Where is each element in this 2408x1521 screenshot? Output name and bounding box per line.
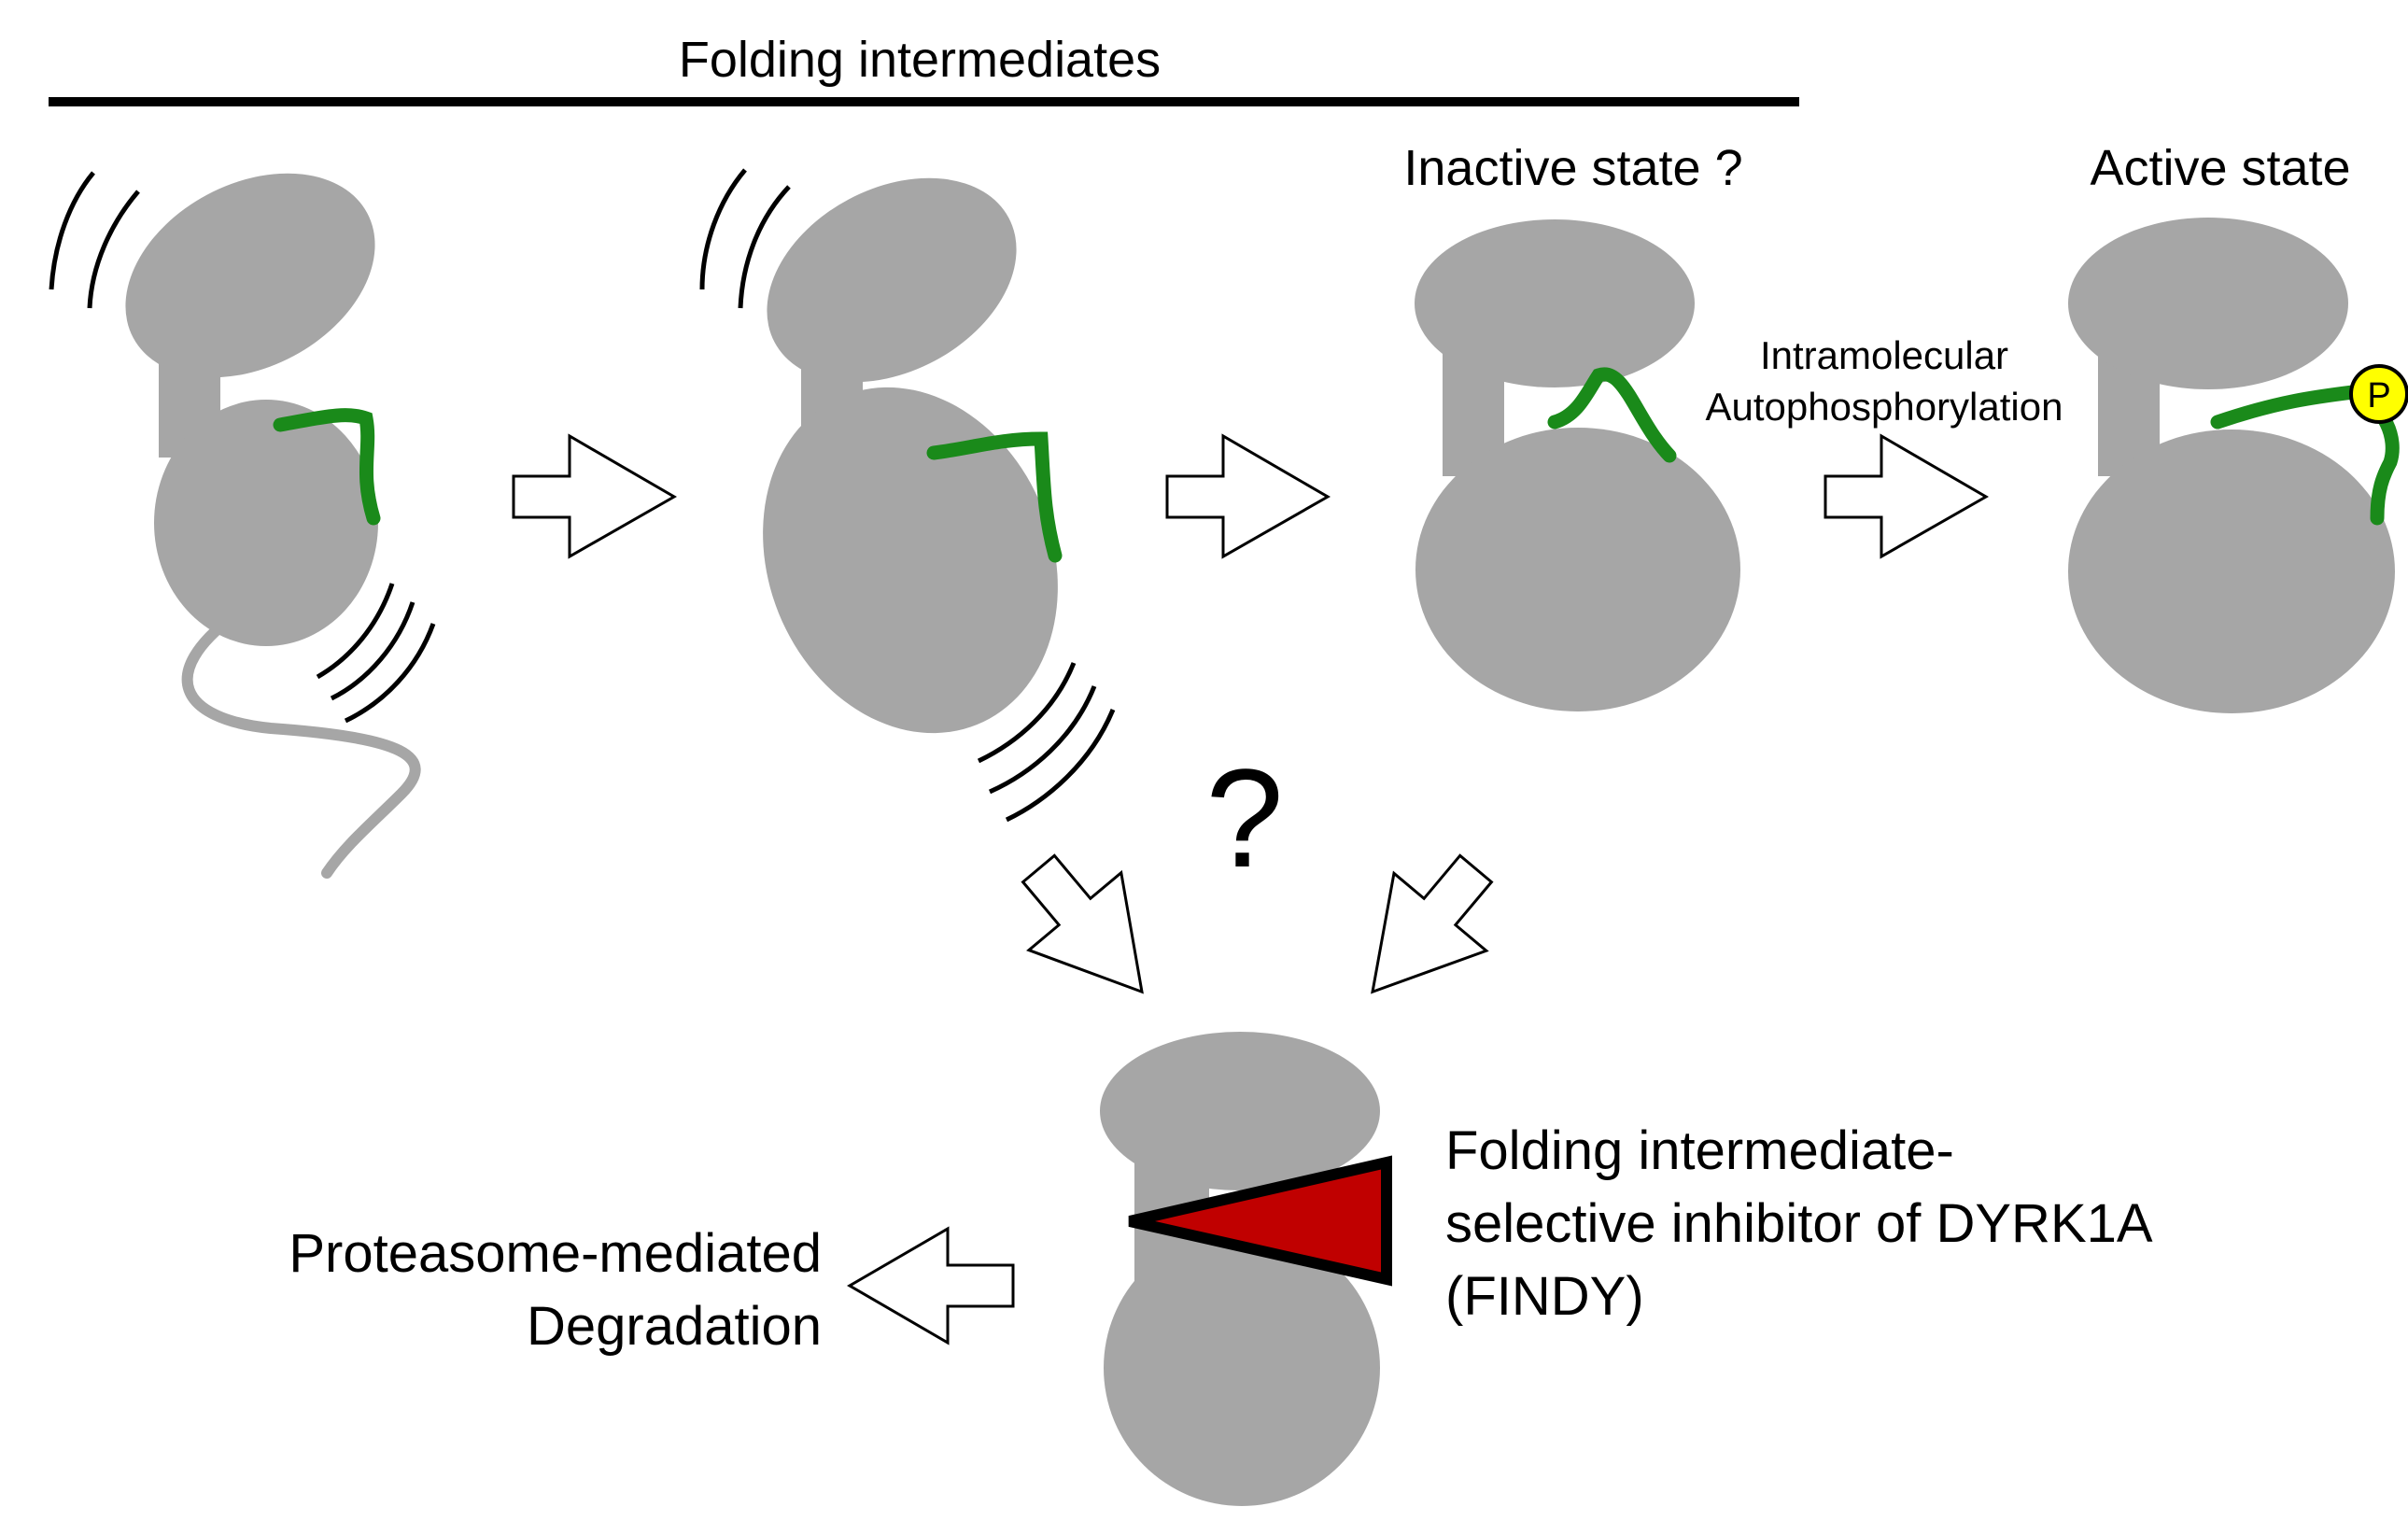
- protein-unfolded: [49, 171, 436, 879]
- c-lobe: [154, 400, 378, 646]
- c-lobe: [763, 387, 1058, 734]
- protein-active: P: [2068, 218, 2408, 713]
- n-lobe: [1100, 1032, 1380, 1190]
- c-lobe: [1415, 428, 1740, 711]
- protein-intermediate: [699, 168, 1116, 823]
- unfolded-tail: [181, 611, 421, 879]
- inhibitor-line2: selective inhibitor of DYRK1A: [1445, 1193, 2153, 1254]
- question-mark: ?: [1205, 739, 1283, 896]
- activation-loop: [926, 431, 1063, 563]
- activation-loop: [1547, 367, 1677, 463]
- n-lobe: [2068, 218, 2348, 389]
- motion-lines: [49, 171, 436, 724]
- inhibitor-line3: (FINDY): [1445, 1266, 1644, 1327]
- arrow-down-right: [1021, 853, 1144, 994]
- transition-line2: Autophosphorylation: [1706, 385, 2063, 429]
- arrow-right-1: [512, 433, 678, 559]
- protein-inactive: [1415, 219, 1740, 711]
- phospho-label: P: [2367, 376, 2390, 415]
- motion-lines: [699, 168, 1116, 823]
- inactive-state-label: Inactive state ?: [1403, 140, 1742, 196]
- n-lobe: [1415, 219, 1695, 387]
- arrow-right-2: [1165, 433, 1331, 559]
- phospho-badge: [2349, 364, 2408, 424]
- c-lobe: [1104, 1230, 1380, 1506]
- n-lobe: [125, 173, 375, 378]
- arrow-right-3: [1824, 433, 1990, 559]
- active-state-label: Active state: [2090, 140, 2350, 196]
- c-lobe: [2068, 430, 2395, 713]
- header-title: Folding intermediates: [679, 32, 1161, 88]
- activation-loop: [273, 408, 381, 526]
- degradation-line2: Degradation: [527, 1296, 822, 1357]
- arrow-left-degradation: [847, 1226, 1015, 1345]
- n-lobe: [767, 177, 1017, 383]
- arrow-down-left: [1371, 853, 1494, 994]
- transition-line1: Intramolecular: [1760, 333, 2008, 377]
- findy-inhibitor: [1128, 1155, 1392, 1287]
- degradation-line1: Proteasome-mediated: [289, 1223, 822, 1284]
- header-rule: [49, 97, 1799, 106]
- inhibitor-line1: Folding intermediate-: [1445, 1120, 1954, 1181]
- protein-findy-bound: [1100, 1032, 1392, 1506]
